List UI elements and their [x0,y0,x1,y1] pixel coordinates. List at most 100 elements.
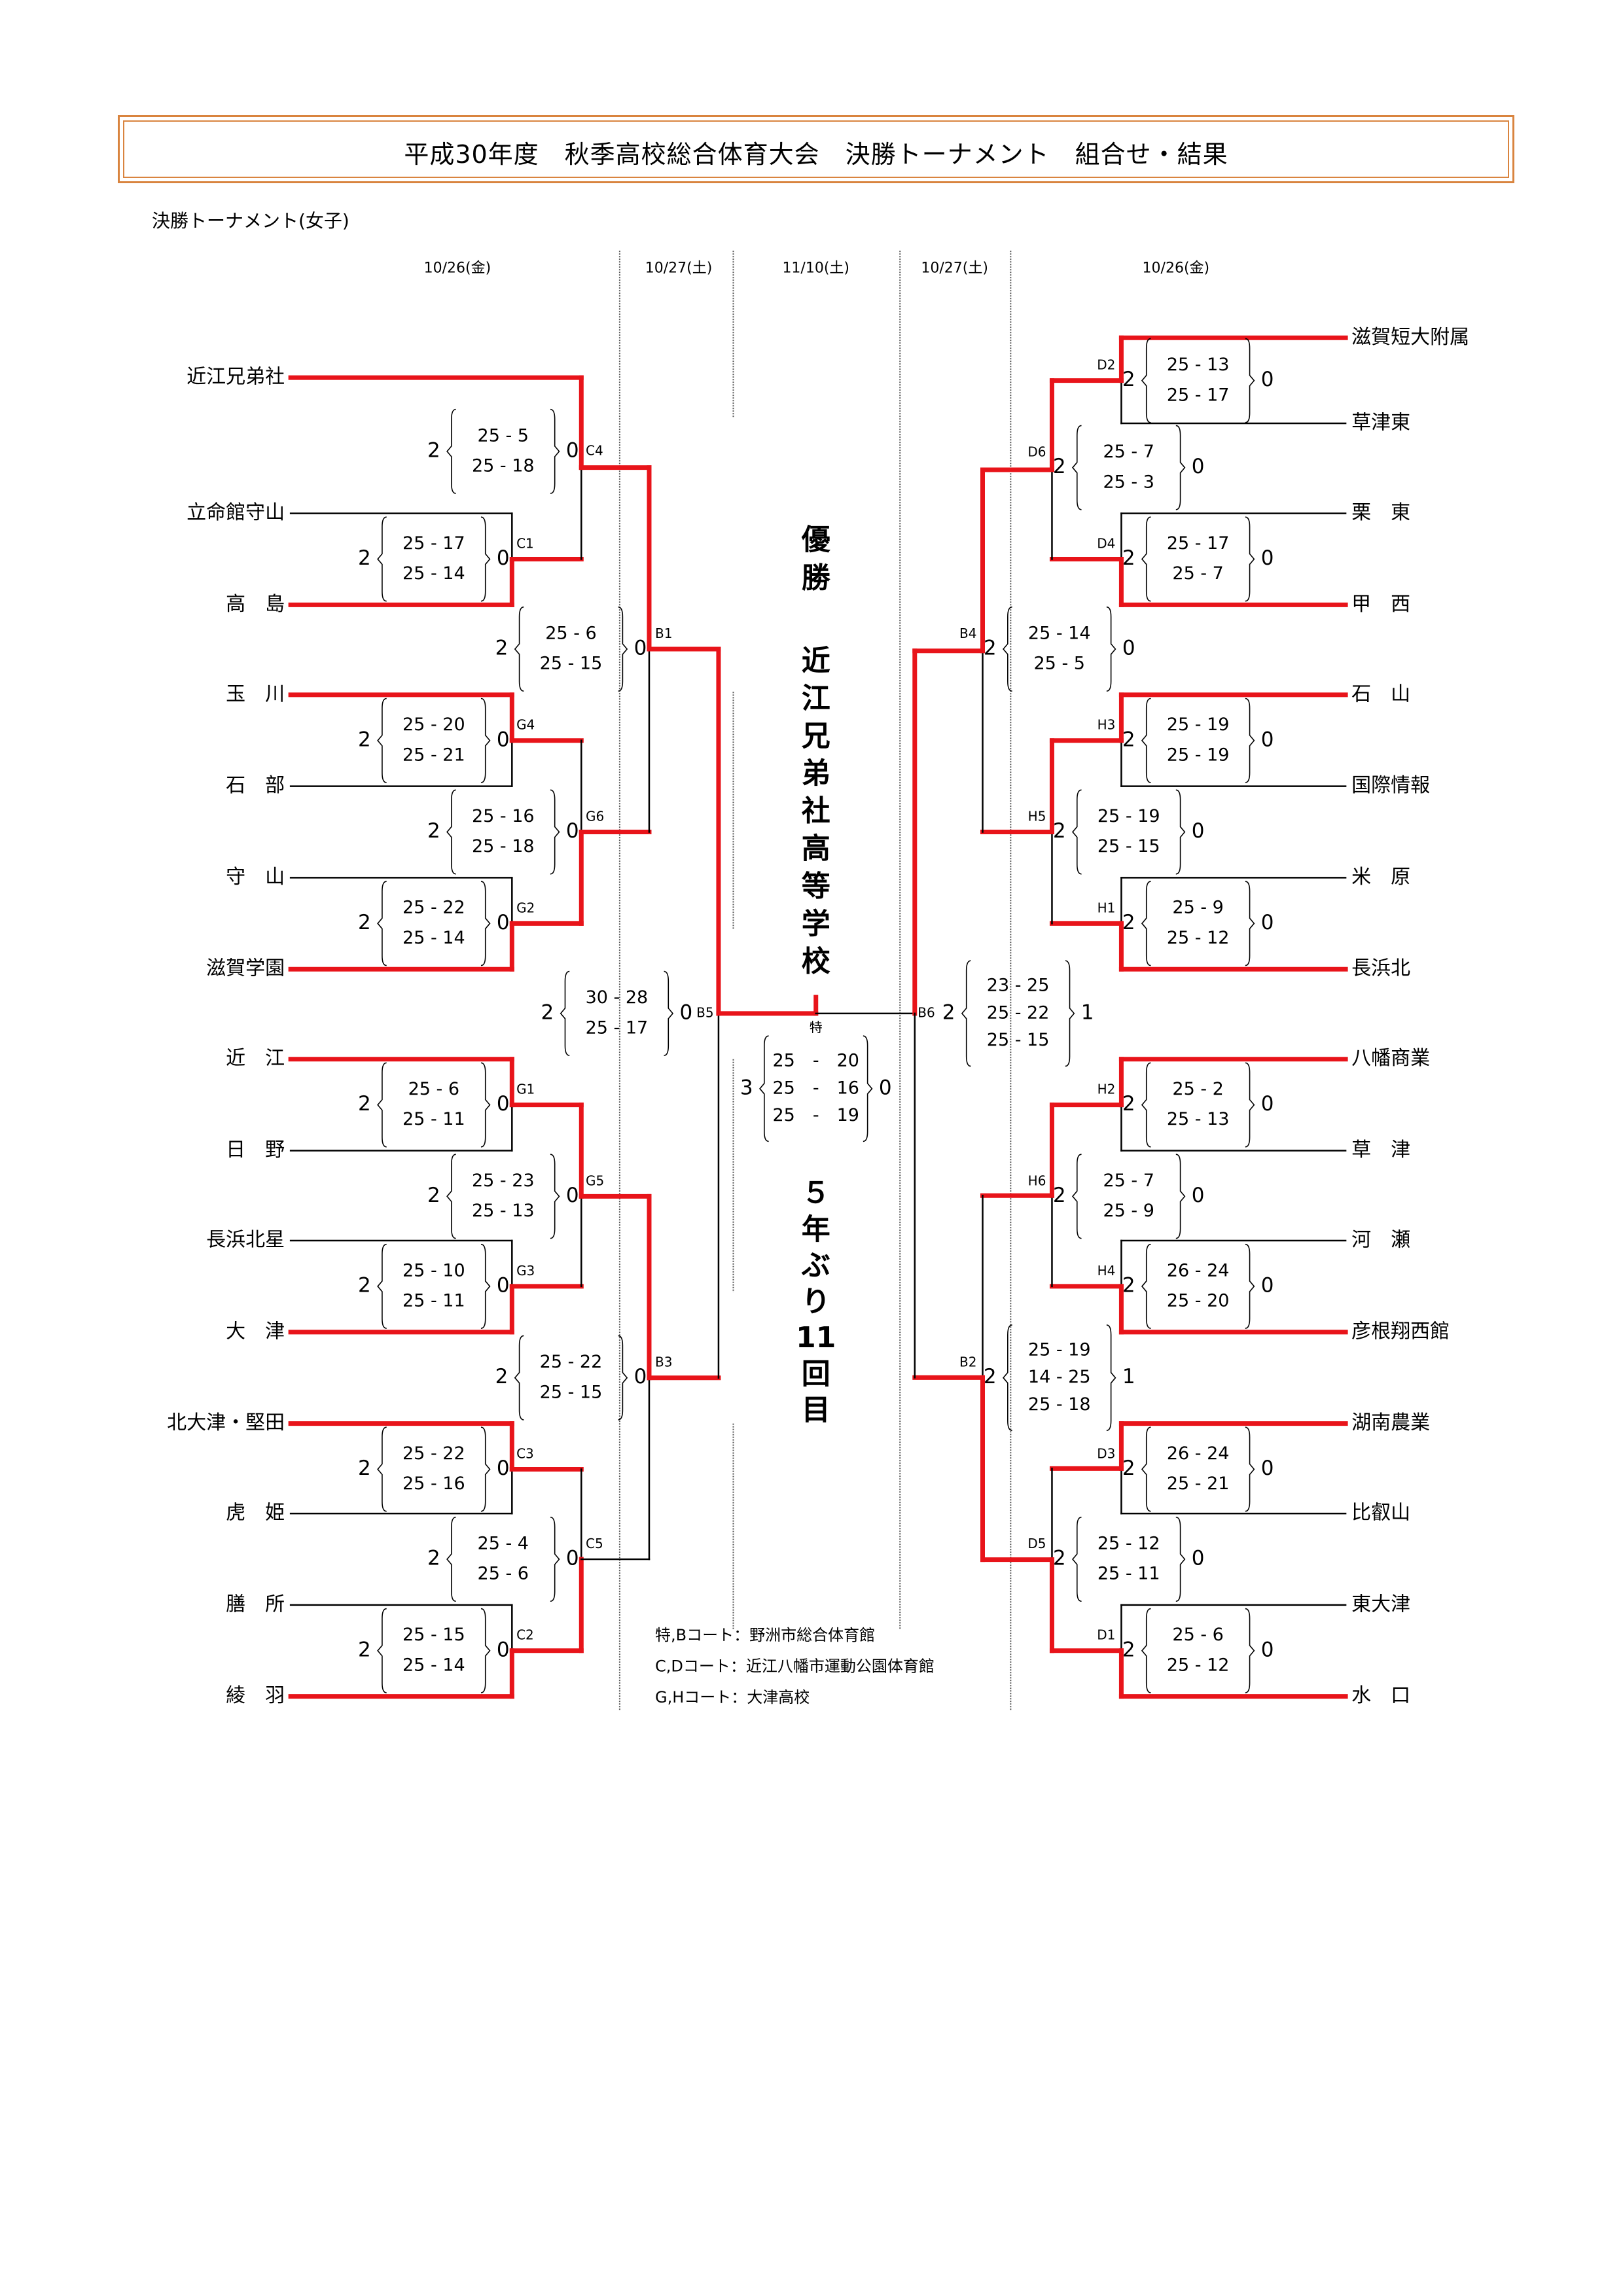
match-code: H5 [1028,808,1046,824]
set-score: 26 - 24 [1167,1260,1230,1280]
winner-sets: 2 [358,728,371,751]
winner-sets: 2 [1122,1092,1135,1116]
team-name: 水 口 [1351,1684,1410,1707]
set-score: 25 - 5 [478,425,529,446]
right-brace [618,1335,628,1421]
match-code: H2 [1097,1082,1116,1097]
winner-sets: 2 [1122,1638,1135,1661]
winner-sets: 2 [984,1365,997,1388]
winner-sets: 2 [984,636,997,660]
champion-team-char: 等 [802,870,830,903]
winner-sets: 2 [427,1184,440,1207]
loser-sets: 0 [566,1184,579,1207]
team-name: 近 江 [226,1047,285,1070]
left-brace [1141,1608,1151,1693]
set-score: 25 - 14 [402,563,465,584]
team-name: 北大津・堅田 [167,1411,285,1434]
loser-sets: 1 [1122,1365,1135,1388]
left-brace [377,881,387,966]
left-brace [1141,1062,1151,1148]
set-score: 25 - 6 [478,1564,529,1584]
match-code: B4 [959,626,976,641]
match-code: D3 [1097,1445,1115,1461]
right-brace [1175,1516,1186,1602]
left-brace [1003,606,1012,692]
team-name: 草津東 [1351,412,1410,434]
left-brace [377,1608,387,1693]
team-name: 国際情報 [1351,774,1430,797]
champion-team-char: 学 [802,908,830,941]
set-score: 25 - 17 [402,533,465,554]
champion-team-char: 江 [802,682,830,715]
set-score: 25 - 15 [402,1625,465,1645]
set-score: 25 - 7 [1103,1171,1154,1191]
champion-note-char: ぶ [801,1249,830,1282]
champion-label-char: 優 [801,523,831,556]
left-brace [1141,338,1151,423]
team-name: 石 部 [226,774,285,797]
winner-sets: 2 [1122,368,1135,391]
match-code: H1 [1097,900,1116,915]
loser-sets: 0 [497,1457,510,1480]
match-code: H4 [1097,1263,1116,1279]
court-legend-item: G,Hコート：大津高校 [655,1688,810,1706]
team-name: 長浜北 [1351,957,1410,980]
match-code: G5 [586,1173,604,1188]
champion-note-char: り [802,1285,830,1318]
winner-sets: 2 [1122,546,1135,570]
team-name: 彦根翔西館 [1351,1320,1450,1343]
set-score: 25 - 22 [402,1443,465,1464]
set-score: 25 - 17 [586,1017,649,1038]
winner-sets: 2 [358,1638,371,1661]
winner-sets: 2 [358,911,371,934]
match-code: B2 [959,1354,976,1370]
set-score: 25 - 18 [472,836,535,857]
loser-sets: 0 [679,1000,692,1024]
match-code: D4 [1097,535,1115,551]
champion-team-char: 社 [802,794,830,828]
team-name: 綾 羽 [226,1684,285,1707]
winner-sets: 2 [358,1457,371,1480]
set-score: 25 - 19 [1167,715,1230,735]
loser-sets: 0 [1261,546,1274,570]
right-brace [480,1243,491,1329]
champion-note-char: 回 [802,1357,830,1390]
winner-sets: 2 [495,636,508,660]
winner-sets: 2 [1053,1547,1066,1570]
loser-sets: 0 [1261,911,1274,934]
set-score: 25 - 20 [773,1051,859,1071]
set-score: 25 - 12 [1167,928,1230,948]
champion-note-char: ５ [802,1176,830,1210]
loser-sets: 0 [1192,819,1205,843]
left-brace [377,1426,387,1512]
team-name: 虎 姫 [226,1502,285,1525]
bracket-subtitle: 決勝トーナメント(女子) [152,210,349,232]
match-code: C5 [586,1536,603,1551]
team-name: 米 原 [1351,866,1410,889]
right-brace [1245,881,1255,966]
champion-note-char: 年 [802,1212,830,1246]
set-score: 25 - 3 [1103,472,1154,492]
left-brace [1141,1426,1151,1512]
winner-sets: 2 [358,1273,371,1297]
set-score: 25 - 19 [1097,806,1160,826]
title-box: 平成30年度 秋季高校総合体育大会 決勝トーナメント 組合せ・結果 [118,115,1514,183]
set-score: 25 - 15 [540,1382,603,1402]
winner-sets: 2 [427,819,440,843]
loser-sets: 0 [1192,1547,1205,1570]
right-brace [1175,789,1186,875]
team-name: 滋賀学園 [206,957,285,980]
left-brace [446,789,456,875]
right-brace [1106,606,1116,692]
match-code: D2 [1097,357,1115,373]
right-brace [618,606,628,692]
right-brace [480,1608,491,1693]
loser-sets: 0 [566,819,579,843]
loser-sets: 1 [1081,1000,1094,1024]
right-brace [1065,960,1075,1067]
right-brace [1175,425,1186,510]
left-brace [446,1516,456,1602]
right-brace [480,1062,491,1148]
team-name: 近江兄弟社 [187,366,285,389]
left-brace [1141,881,1151,966]
